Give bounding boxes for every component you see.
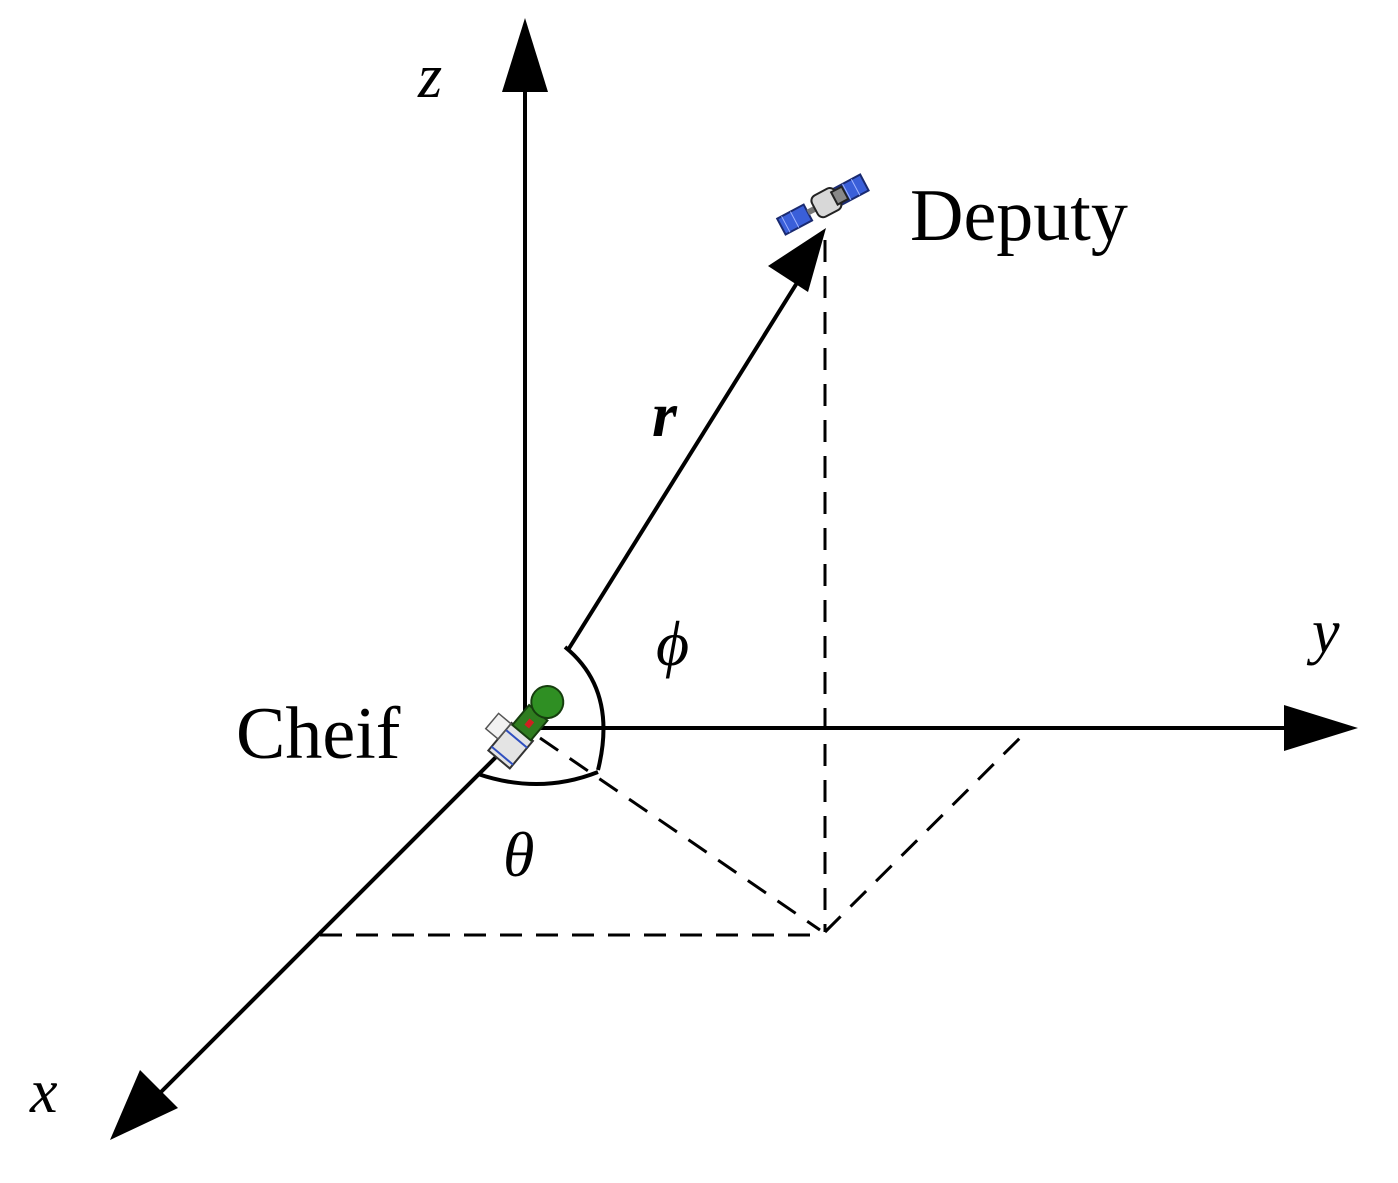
ground-projection-line (539, 736, 821, 932)
r-vector-label: r (652, 379, 678, 450)
chief-label: Cheif (236, 693, 401, 775)
r-vector (566, 228, 826, 652)
x-axis (110, 726, 527, 1140)
phi-label: ϕ (656, 608, 689, 679)
deputy-label: Deputy (910, 175, 1128, 257)
theta-label: θ (503, 819, 534, 890)
y-parallel-line (823, 726, 1032, 934)
x-axis-label: x (29, 1058, 58, 1126)
projection-lines (320, 240, 1032, 937)
phi-arc (563, 645, 606, 771)
spacecraft-icon (484, 685, 565, 770)
z-axis-label: z (417, 43, 442, 111)
y-axis-label: y (1306, 598, 1340, 666)
satellite-icon (775, 173, 870, 236)
y-axis (525, 705, 1358, 751)
theta-arc (477, 770, 599, 786)
z-axis (502, 18, 548, 728)
